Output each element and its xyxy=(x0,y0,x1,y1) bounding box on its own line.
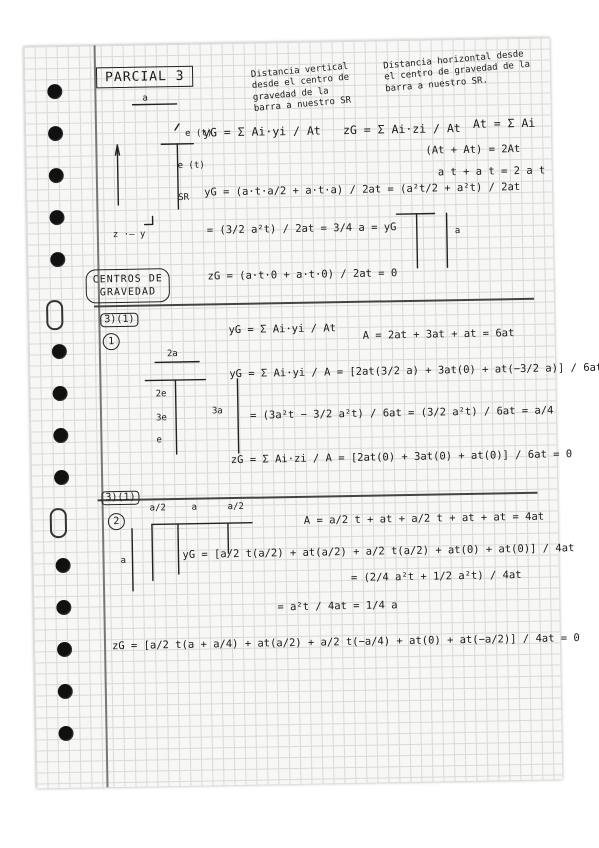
binder-hole-large xyxy=(45,299,64,331)
label-2e: 2e xyxy=(155,389,167,400)
zg-calculation-2: zG = Σ Ai·zi / A = [2at(0) + 3at(0) + at… xyxy=(230,448,573,467)
binder-hole-large xyxy=(49,507,68,539)
binder-hole xyxy=(57,683,73,700)
at-definition: At = Σ Ai xyxy=(472,115,536,131)
binder-hole xyxy=(52,385,68,402)
note-horizontal-distance: Distancia horizontal desde el centro de … xyxy=(382,49,531,94)
dim-top-2a: 2a xyxy=(166,349,178,360)
axes-label: z ·— y xyxy=(112,229,146,241)
exercise-tag: 3)(1) xyxy=(100,312,139,328)
label-sr: SR xyxy=(178,192,190,203)
binder-hole xyxy=(47,83,63,100)
binder-hole xyxy=(49,209,65,226)
zg-calculation-3: zG = [a/2 t(a + a/4) + at(a/2) + a/2 t(−… xyxy=(111,632,580,653)
yg-calculation: yG = (a·t·a/2 + a·t·a) / 2at = (a²t/2 + … xyxy=(204,181,521,199)
yg-result: = (3/2 a²t) / 2at = 3/4 a = yG xyxy=(206,221,397,237)
page-title: PARCIAL 3 xyxy=(95,65,194,89)
section-2-sketch xyxy=(144,360,240,455)
at-line-2: a t + a t = 2 a t xyxy=(437,164,546,179)
exercise-tag-3: 3)(1) xyxy=(101,490,140,506)
dim-side-a-3: a xyxy=(120,555,127,567)
binder-hole xyxy=(48,167,64,184)
exercise-number: 1 xyxy=(102,333,120,351)
label-e2: e (t) xyxy=(177,160,205,171)
yg-result-3b: = a²t / 4at = 1/4 a xyxy=(277,599,398,614)
dim-side-a: a xyxy=(454,226,461,237)
binder-hole xyxy=(53,469,70,486)
dim-right-a2: a/2 xyxy=(227,501,244,513)
section-3-sketch xyxy=(131,522,253,592)
centroid-label: CENTROS DE GRAVEDAD xyxy=(85,268,171,304)
binder-hole xyxy=(47,125,64,142)
t-section-sketch-small xyxy=(395,212,449,269)
binder-hole xyxy=(56,641,73,658)
area-total-2: A = 2at + 3at + at = 6at xyxy=(362,327,515,342)
label-e1: e (t) xyxy=(185,128,213,139)
yg-calculation-2: yG = Σ Ai·yi / A = [2at(3/2 a) + 3at(0) … xyxy=(229,361,599,381)
label-3e: 3e xyxy=(155,413,168,424)
binder-hole xyxy=(53,427,69,444)
dim-top-a: a xyxy=(142,93,148,104)
yg-result-2: = (3a²t − 3/2 a²t) / 6at = (3/2 a²t) / 6… xyxy=(249,404,554,422)
zg-definition: zG = Σ Ai·zi / At xyxy=(342,121,461,138)
binder-hole xyxy=(51,343,68,360)
yg-definition-2: yG = Σ Ai·yi / At xyxy=(228,322,337,337)
binder-hole xyxy=(55,557,71,574)
yg-result-3: = (2/4 a²t + 1/2 a²t) / 4at xyxy=(350,569,522,585)
notebook-page: PARCIAL 3 Distancia vertical desde el ce… xyxy=(23,37,599,789)
zg-calculation: zG = (a·t·0 + a·t·0) / 2at = 0 xyxy=(207,267,398,283)
label-e: e xyxy=(156,435,162,446)
dim-mid-a: a xyxy=(191,502,198,513)
binder-hole xyxy=(58,725,74,742)
dim-left-a2: a/2 xyxy=(149,503,166,514)
t-section-sketch xyxy=(114,103,194,226)
exercise-number-3: 2 xyxy=(107,512,126,531)
area-total-3: A = a/2 t + at + a/2 t + at + at = 4at xyxy=(303,510,545,527)
at-line-1: (At + At) = 2At xyxy=(425,142,521,157)
binder-hole xyxy=(56,599,72,616)
section-divider xyxy=(97,491,538,501)
binder-hole xyxy=(50,251,66,268)
note-vertical-distance: Distancia vertical desde el centro de gr… xyxy=(250,61,352,114)
dim-side-3a: 3a xyxy=(211,406,223,417)
